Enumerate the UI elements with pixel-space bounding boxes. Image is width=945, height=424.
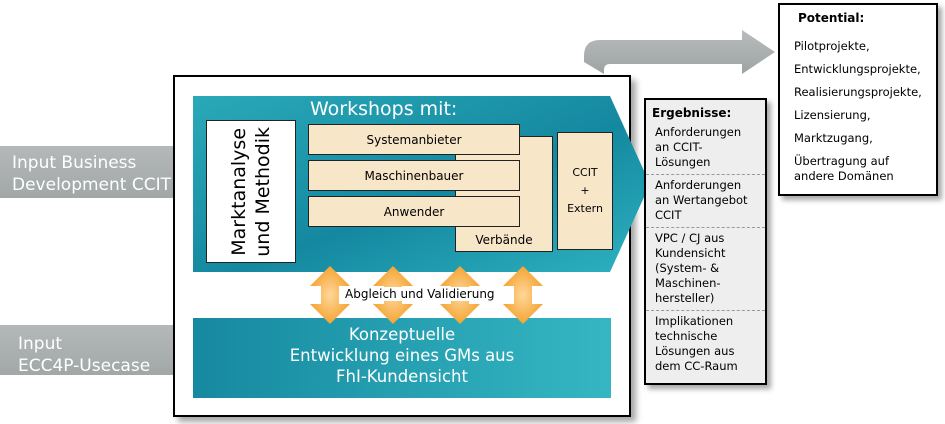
abgleich-label: Abgleich und Validierung — [343, 287, 497, 301]
row-label: Systemanbieter — [366, 132, 462, 147]
row-label: Maschinenbauer — [364, 168, 464, 183]
ergebnis-item: VPC / CJ aus Kundensicht (System- & Masc… — [646, 228, 765, 311]
input-usecase-label: Input ECC4P-Usecase — [18, 334, 151, 376]
potential-item: Übertragung auf andere Domänen — [794, 154, 894, 183]
row-label: Anwender — [383, 204, 445, 219]
potential-item: Lizensierung, — [794, 108, 871, 122]
ergebnis-item: Anforderungen an Wertangebot CCIT — [646, 175, 765, 228]
potential-item: Realisierungsprojekte, — [794, 85, 922, 99]
workshop-row-systemanbieter: Systemanbieter — [308, 124, 520, 155]
input-business-arrow — [0, 135, 212, 209]
ccit-box: CCIT + Extern — [557, 132, 613, 250]
marktanalyse-box: Marktanalyse und Methodik — [206, 120, 296, 263]
orange-arrow-1 — [310, 266, 350, 324]
marktanalyse-label: Marktanalyse und Methodik — [228, 126, 274, 257]
workshops-title: Workshops mit: — [310, 98, 458, 120]
potential-arrow — [584, 30, 775, 74]
potential-item: Pilotprojekte, — [794, 39, 870, 53]
input-business-label: Input Business Development CCIT — [12, 153, 171, 195]
workshop-row-anwender: Anwender — [308, 196, 520, 227]
ergebnisse-panel: Ergebnisse: Anforderungen an CCIT- Lösun… — [644, 98, 767, 385]
ccit-plus: + — [580, 184, 590, 197]
ergebnisse-title: Ergebnisse: — [652, 106, 732, 120]
ergebnis-item: Anforderungen an CCIT- Lösungen — [646, 122, 765, 175]
verbaende-label: Verbände — [475, 233, 533, 247]
input-usecase-arrow — [0, 314, 212, 386]
konzeptuelle-band — [193, 318, 611, 398]
potential-item: Marktzugang, — [794, 131, 873, 145]
potential-panel: Potential: Pilotprojekte, Entwicklungspr… — [778, 3, 938, 196]
workshop-row-maschinenbauer: Maschinenbauer — [308, 160, 520, 191]
ergebnis-item: Implikationen technische Lösungen aus de… — [655, 314, 738, 373]
verbaende-box: Verbände — [455, 136, 553, 252]
potential-item: Entwicklungsprojekte, — [794, 62, 921, 76]
ccit-label: CCIT — [572, 166, 598, 179]
konzeptuelle-label: Konzeptuelle Entwicklung eines GMs aus F… — [289, 325, 515, 386]
potential-title: Potential: — [798, 11, 865, 25]
orange-arrow-4 — [503, 266, 543, 324]
ccit-extern: Extern — [567, 202, 603, 215]
